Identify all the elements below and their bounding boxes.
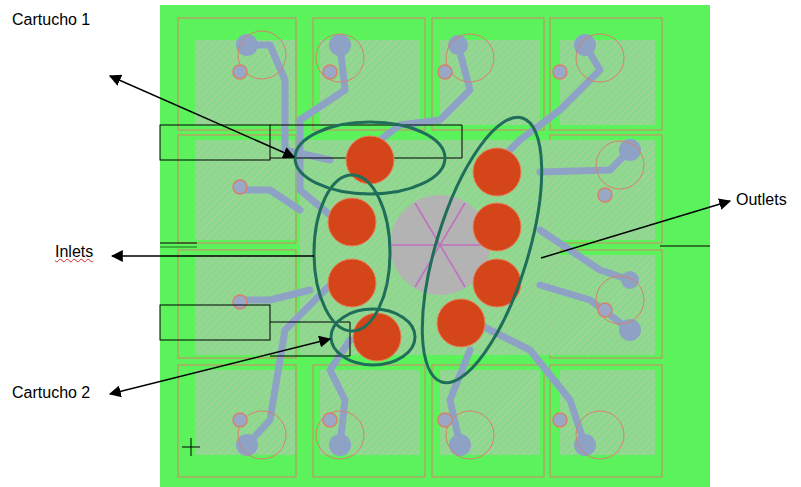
callout-label: Outlets bbox=[736, 190, 787, 209]
callout-label: Cartucho 2 bbox=[12, 383, 90, 402]
callout-label: Inlets bbox=[55, 242, 93, 261]
callout-label: Cartucho 1 bbox=[12, 10, 90, 29]
